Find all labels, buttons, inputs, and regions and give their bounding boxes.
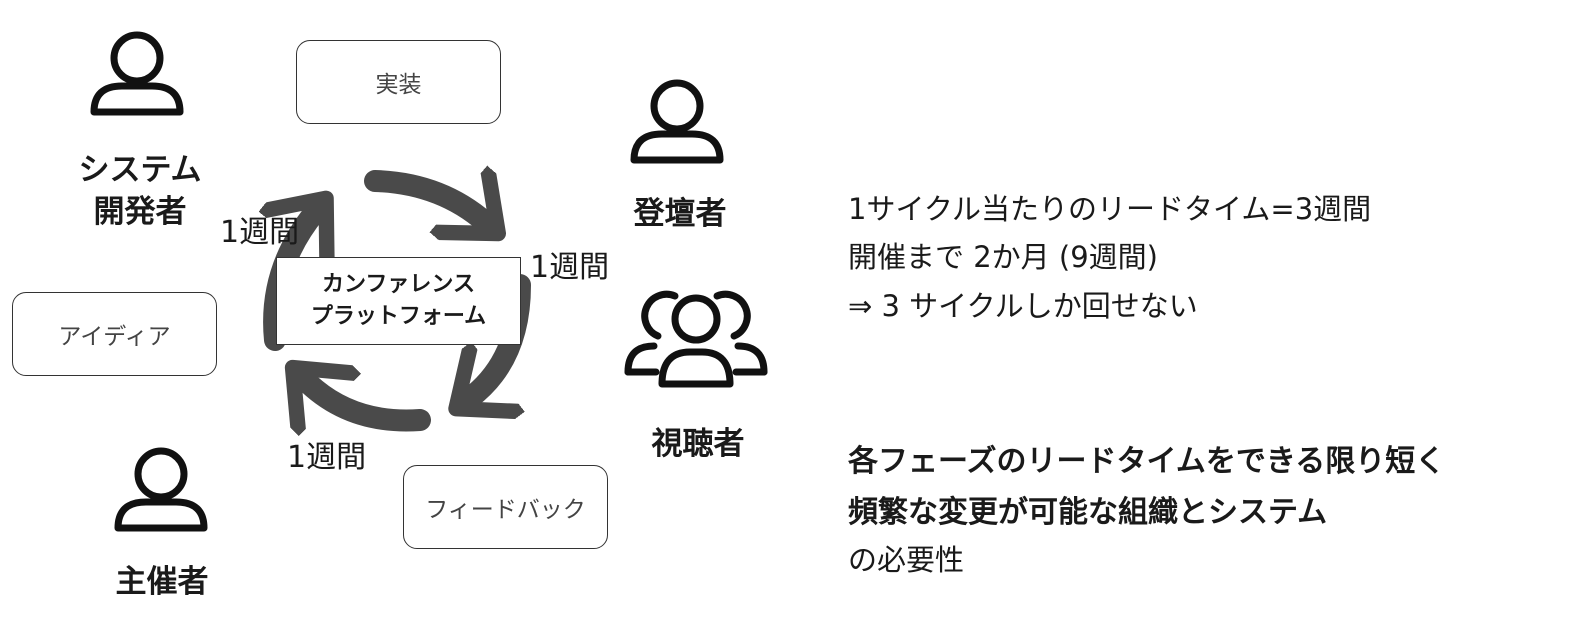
- week-label-left: 1週間: [220, 215, 300, 250]
- conclusion-line-2: 頻繁な変更が可能な組織とシステム: [848, 495, 1328, 530]
- conclusion-line-1: 各フェーズのリードタイムをできる限り短く: [848, 444, 1446, 479]
- phase-feedback-label: フィードバック: [425, 497, 586, 523]
- platform-label-line1: カンファレンス: [322, 272, 475, 298]
- developer-label-line1: システム: [78, 152, 202, 188]
- note-line-3: ⇒ 3 サイクルしか回せない: [848, 289, 1198, 323]
- note-line-1: 1サイクル当たりのリードタイム=3週間: [848, 192, 1372, 226]
- cycle-arrow-top: [364, 181, 485, 222]
- platform-box: カンファレンス プラットフォーム: [276, 257, 521, 345]
- phase-implementation: 実装: [296, 40, 501, 124]
- conclusion-line-3: の必要性: [848, 543, 965, 577]
- week-label-bottom: 1週間: [287, 440, 367, 475]
- note-line-2: 開催まで 2か月 (9週間): [848, 240, 1158, 274]
- phase-implementation-label: 実装: [375, 72, 422, 98]
- developer-label: システム 開発者: [40, 150, 240, 234]
- phase-feedback: フィードバック: [403, 465, 608, 549]
- speaker-person-icon: [630, 79, 724, 164]
- viewer-label: 視聴者: [651, 426, 745, 462]
- phase-idea-label: アイディア: [58, 324, 171, 350]
- developer-person-icon: [90, 31, 184, 116]
- cycle-arrow-bottom: [305, 380, 431, 421]
- phase-idea: アイディア: [12, 292, 217, 376]
- week-label-right: 1週間: [530, 250, 610, 285]
- developer-label-line2: 開発者: [93, 193, 187, 230]
- viewer-group-icon: [624, 290, 768, 388]
- organizer-person-icon: [114, 447, 208, 532]
- platform-label-line2: プラットフォーム: [310, 304, 487, 329]
- organizer-label: 主催者: [115, 564, 209, 600]
- speaker-label: 登壇者: [633, 196, 727, 232]
